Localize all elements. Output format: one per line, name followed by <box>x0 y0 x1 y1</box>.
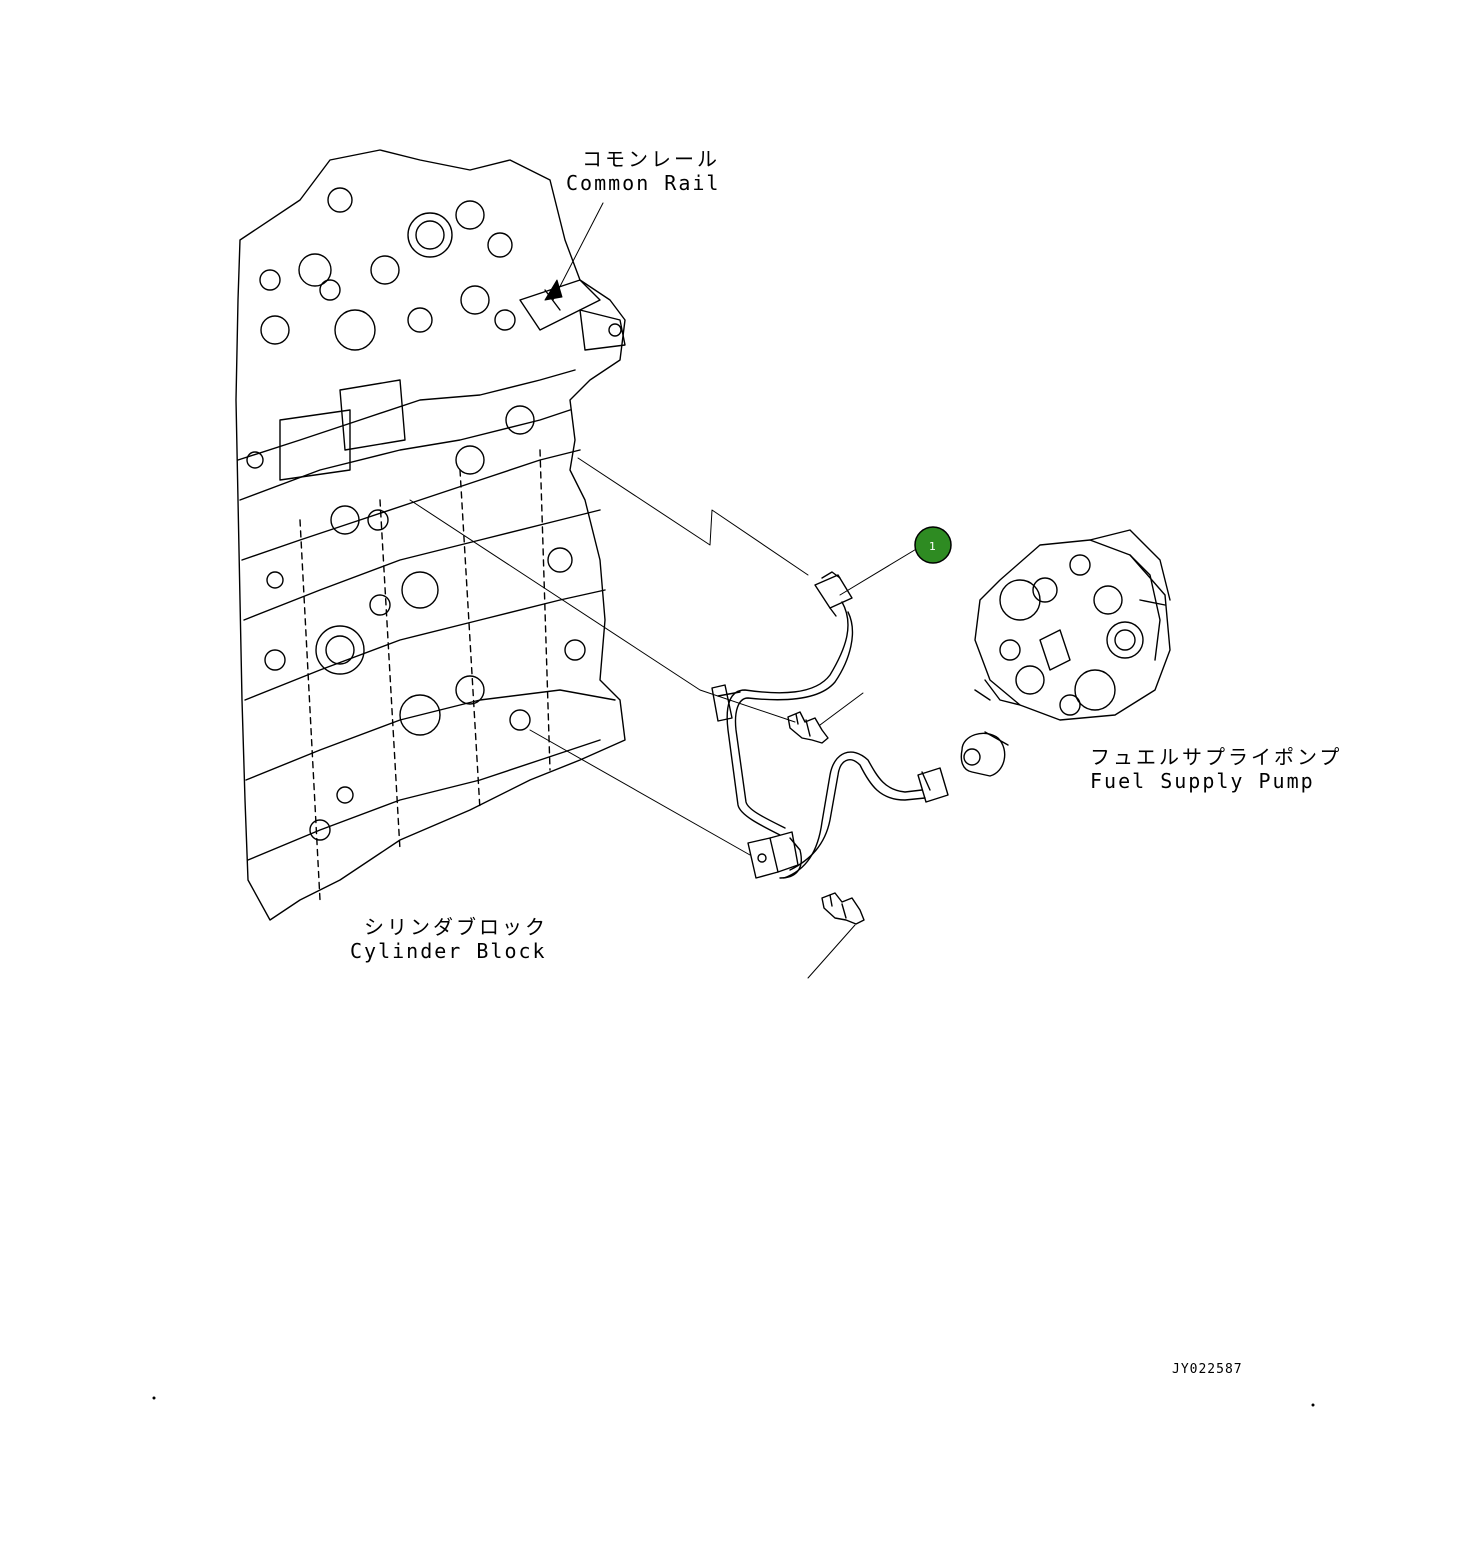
fuel-pump-label-jp: フュエルサプライポンプ <box>1090 745 1343 769</box>
engine-block-drawing <box>235 149 626 921</box>
cylinder-block-label-jp: シリンダブロック <box>364 915 548 939</box>
callout-1-number: 1 <box>929 540 936 553</box>
common-rail-label-jp: コモンレール <box>582 147 720 171</box>
fuel-pump-label: フュエルサプライポンプ Fuel Supply Pump <box>1090 745 1342 793</box>
fuel-pipe-drawing <box>711 571 1009 879</box>
leader-lines <box>409 202 919 979</box>
connector-drawing <box>787 711 865 925</box>
common-rail-label: コモンレール Common Rail <box>566 147 720 195</box>
callout-1[interactable]: 1 <box>914 526 952 564</box>
drawing-code: JY022587 <box>1172 1362 1243 1377</box>
corner-marks <box>152 1396 1315 1407</box>
common-rail-label-en: Common Rail <box>566 171 721 195</box>
fuel-pump-label-en: Fuel Supply Pump <box>1090 769 1315 793</box>
cylinder-block-label: シリンダブロック Cylinder Block <box>350 915 548 963</box>
fuel-pump-drawing <box>974 529 1171 721</box>
cylinder-block-label-en: Cylinder Block <box>350 939 547 963</box>
